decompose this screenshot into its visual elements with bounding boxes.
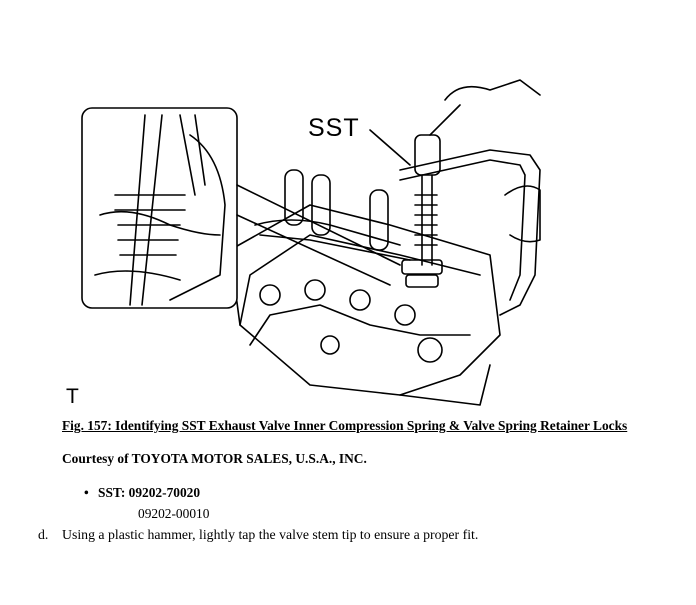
sst-list: • SST: 09202-70020 09202-00010 [84, 485, 209, 524]
cylinder-head-drawing [229, 169, 501, 406]
sst-label: SST: 09202-70020 [98, 485, 201, 500]
step-text: Using a plastic hammer, lightly tap the … [62, 527, 479, 542]
sst-second-number: 09202-00010 [138, 506, 210, 521]
list-item: • SST: 09202-70020 [84, 485, 209, 506]
step-letter: d. [38, 527, 49, 542]
sst-leader-line [369, 129, 411, 166]
figure-caption: Fig. 157: Identifying SST Exhaust Valve … [62, 418, 628, 433]
bullet-icon: • [84, 485, 89, 500]
sst-compressor-tool-drawing [399, 79, 541, 316]
sst-callout-label: SST [308, 114, 360, 142]
figure-corner-mark: T [66, 385, 79, 408]
valve-spring-compressor-illustration [81, 79, 541, 406]
figure-courtesy: Courtesy of TOYOTA MOTOR SALES, U.S.A., … [62, 451, 367, 466]
detail-inset-drawing [81, 107, 401, 309]
procedure-step: d. Using a plastic hammer, lightly tap t… [38, 527, 478, 543]
